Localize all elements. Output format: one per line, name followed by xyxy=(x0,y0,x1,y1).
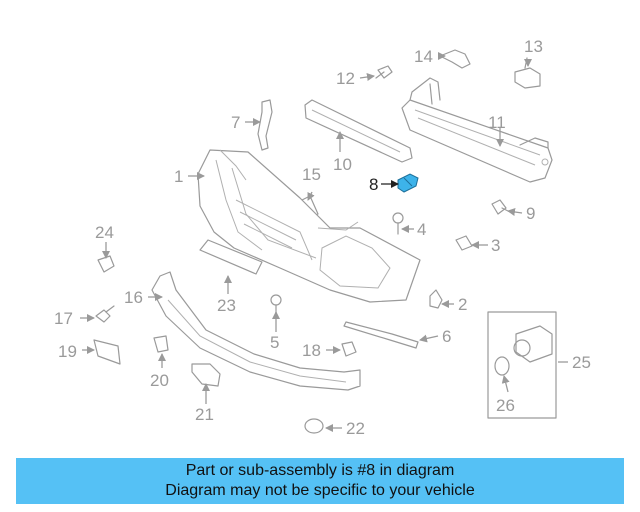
label-15: 15 xyxy=(302,165,321,184)
part-25-sensor-kit xyxy=(487,311,557,419)
label-3: 3 xyxy=(491,236,500,255)
part-24-sensor xyxy=(97,255,115,273)
banner-line-2: Diagram may not be specific to your vehi… xyxy=(165,482,475,499)
parts-diagram: 1 2 3 4 5 6 7 8 9 10 11 12 13 14 15 16 1… xyxy=(54,37,591,438)
info-banner: Part or sub-assembly is #8 in diagram Di… xyxy=(16,458,624,504)
part-6-molding xyxy=(343,321,419,349)
label-10: 10 xyxy=(333,155,352,174)
label-14: 14 xyxy=(414,47,433,66)
label-22: 22 xyxy=(346,419,365,438)
label-12: 12 xyxy=(336,69,355,88)
part-19-bracket xyxy=(93,339,121,365)
part-20-bracket xyxy=(153,335,169,353)
label-18: 18 xyxy=(302,341,321,360)
label-16: 16 xyxy=(124,288,143,307)
label-20: 20 xyxy=(150,371,169,390)
label-25: 25 xyxy=(572,353,591,372)
part-17-bolt xyxy=(95,305,115,323)
label-7: 7 xyxy=(231,113,240,132)
leader-lines xyxy=(80,52,568,432)
label-17: 17 xyxy=(54,309,73,328)
part-23-license-bracket xyxy=(199,239,263,275)
part-12-bolt xyxy=(375,65,393,79)
label-4: 4 xyxy=(417,220,426,239)
label-19: 19 xyxy=(58,342,77,361)
label-23: 23 xyxy=(217,296,236,315)
part-2-clip xyxy=(429,289,443,309)
part-3-clip xyxy=(455,235,473,251)
label-6: 6 xyxy=(442,327,451,346)
banner-line-1: Part or sub-assembly is #8 in diagram xyxy=(185,462,455,479)
part-8-bolt-highlighted xyxy=(397,173,419,193)
label-21: 21 xyxy=(195,405,214,424)
part-1-bumper-cover xyxy=(197,149,421,303)
part-5-screw xyxy=(270,294,282,315)
label-5: 5 xyxy=(270,333,279,352)
part-16-lower-valance xyxy=(151,271,361,391)
part-11-bumper-reinforcement xyxy=(401,77,553,183)
part-21-grille xyxy=(191,363,221,387)
label-11: 11 xyxy=(488,113,506,132)
label-13: 13 xyxy=(524,37,543,56)
label-8: 8 xyxy=(369,175,378,194)
part-14-clip xyxy=(439,49,471,69)
part-4-screw xyxy=(392,212,404,235)
label-1: 1 xyxy=(174,167,183,186)
part-7-bracket xyxy=(257,99,273,151)
label-24: 24 xyxy=(95,223,114,242)
part-9-bolt xyxy=(491,199,511,215)
part-22-cap xyxy=(304,418,324,434)
label-9: 9 xyxy=(526,204,535,223)
part-10-energy-absorber xyxy=(304,99,413,163)
label-2: 2 xyxy=(458,295,467,314)
part-18-bolt xyxy=(341,341,357,357)
label-26: 26 xyxy=(496,396,515,415)
